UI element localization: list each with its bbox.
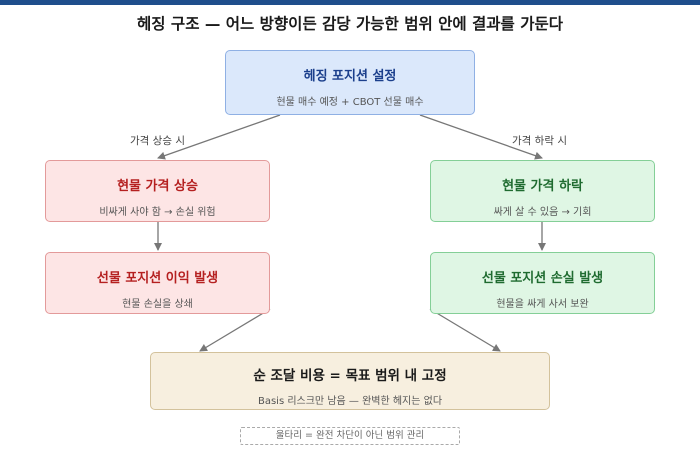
node-title: 현물 가격 하락 xyxy=(502,179,583,194)
arrow-top-to-spot-down xyxy=(419,114,543,160)
footnote-box: 울타리 = 완전 차단이 아닌 범위 관리 xyxy=(240,427,460,445)
arrow-futures-gain-to-bottom xyxy=(199,308,271,352)
top-accent-bar xyxy=(0,0,700,5)
arrow-top-to-spot-up xyxy=(157,114,281,160)
node-subtitle: 현물 손실을 상쇄 xyxy=(122,299,193,310)
node-title: 헤징 포지션 설정 xyxy=(303,69,397,84)
node-net-procurement-cost: 순 조달 비용 = 목표 범위 내 고정 Basis 리스크만 남음 — 완벽한… xyxy=(150,352,550,410)
node-subtitle: 현물 매수 예정 + CBOT 선물 매수 xyxy=(276,97,424,108)
edge-label-price-up: 가격 상승 시 xyxy=(130,135,185,147)
node-subtitle: 비싸게 사야 함 → 손실 위험 xyxy=(99,207,216,218)
node-hedge-position: 헤징 포지션 설정 현물 매수 예정 + CBOT 선물 매수 xyxy=(225,50,475,115)
node-subtitle: 현물을 싸게 사서 보완 xyxy=(496,299,589,310)
node-futures-gain: 선물 포지션 이익 발생 현물 손실을 상쇄 xyxy=(45,252,270,314)
node-futures-loss: 선물 포지션 손실 발생 현물을 싸게 사서 보완 xyxy=(430,252,655,314)
edge-label-price-down: 가격 하락 시 xyxy=(512,135,567,147)
node-subtitle: Basis 리스크만 남음 — 완벽한 헤지는 없다 xyxy=(257,396,443,407)
node-title: 현물 가격 상승 xyxy=(117,179,198,194)
diagram-title: 헤징 구조 — 어느 방향이든 감당 가능한 범위 안에 결과를 가둔다 xyxy=(137,15,563,33)
node-title: 순 조달 비용 = 목표 범위 내 고정 xyxy=(253,368,447,384)
node-spot-price-up: 현물 가격 상승 비싸게 사야 함 → 손실 위험 xyxy=(45,160,270,222)
node-spot-price-down: 현물 가격 하락 싸게 살 수 있음 → 기회 xyxy=(430,160,655,222)
node-title: 선물 포지션 손실 발생 xyxy=(481,271,604,286)
node-subtitle: 싸게 살 수 있음 → 기회 xyxy=(493,207,592,218)
node-title: 선물 포지션 이익 발생 xyxy=(96,271,219,286)
arrow-futures-loss-to-bottom xyxy=(429,308,501,352)
